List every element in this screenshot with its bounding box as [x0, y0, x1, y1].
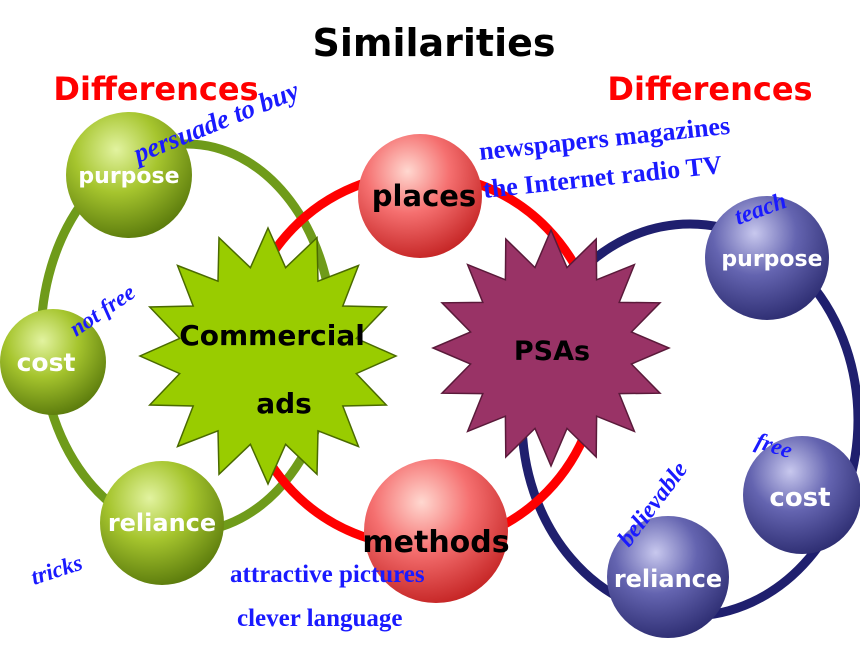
methods-bubble	[364, 459, 508, 603]
methods-label: methods	[362, 525, 509, 560]
note-methods-attractive: attractive	[230, 561, 339, 588]
commercial-purpose-label: purpose	[78, 164, 179, 189]
places-bubble	[358, 134, 482, 258]
psa-cost-bubble	[743, 436, 860, 554]
psa-star-label: PSAs	[514, 336, 590, 367]
commercial-ads-star	[138, 226, 398, 486]
differences-left: Differences	[53, 70, 258, 108]
title: Similarities	[312, 21, 555, 65]
note-tricks: tricks	[28, 550, 86, 590]
places-label: places	[372, 179, 476, 213]
note-methods-line2: clever language	[237, 605, 402, 632]
psa-purpose-bubble	[705, 196, 829, 320]
note-not-free: not free	[65, 279, 140, 341]
psa-reliance-label: reliance	[614, 565, 722, 593]
commercial-star-label-line2: ads	[256, 387, 312, 420]
note-methods-line1: attractive pictures	[230, 561, 425, 588]
commercial-cost-bubble	[0, 309, 106, 415]
differences-right: Differences	[607, 70, 812, 108]
psa-purpose-label: purpose	[721, 247, 822, 272]
psa-star	[431, 228, 671, 468]
commercial-reliance-label: reliance	[108, 509, 216, 537]
psa-reliance-bubble	[607, 516, 729, 638]
commercial-purpose-bubble	[66, 112, 192, 238]
note-methods-pictures: pictures	[339, 561, 425, 588]
commercial-cost-label: cost	[17, 348, 76, 377]
commercial-star-label-line1: Commercial	[179, 319, 365, 352]
commercial-reliance-bubble	[100, 461, 224, 585]
psa-cost-label: cost	[769, 483, 830, 513]
